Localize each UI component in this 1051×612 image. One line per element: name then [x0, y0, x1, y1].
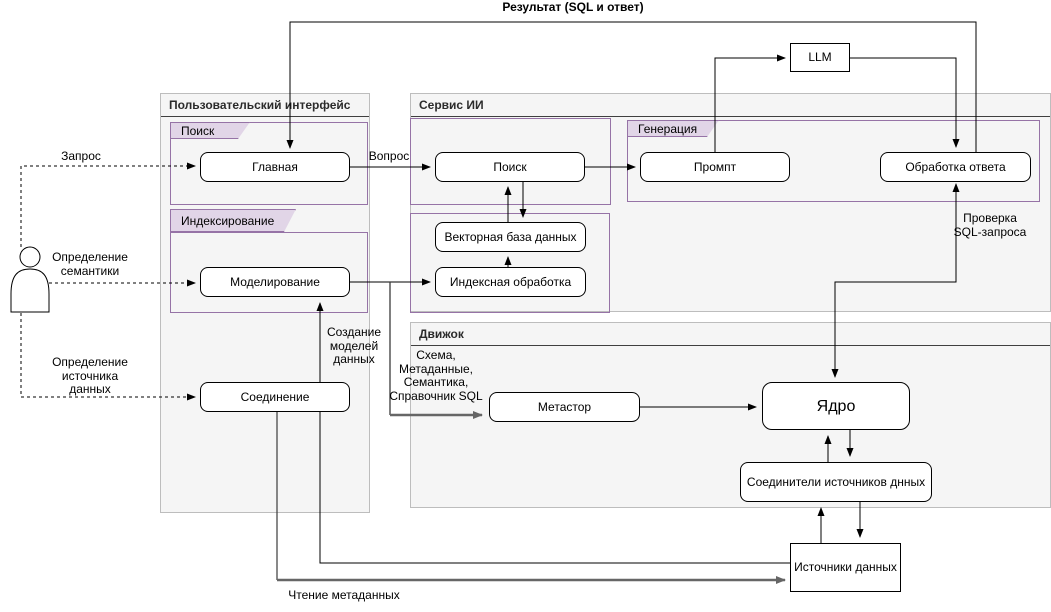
- group-vector-indexing: [410, 213, 610, 313]
- node-connectors: Соединители источников днных: [740, 462, 932, 502]
- node-response-processing: Обработка ответа: [880, 152, 1031, 182]
- node-home: Главная: [200, 152, 350, 182]
- label-define-semantics: Определение семантики: [52, 250, 128, 278]
- node-vector-db: Векторная база данных: [435, 222, 586, 252]
- label-schema: Схема, Метаданные, Семантика, Справочник…: [389, 348, 483, 403]
- group-search-ui-tab: Поиск: [170, 122, 250, 139]
- group-search-ui: [170, 122, 368, 205]
- label-define-source: Определение источника данных: [52, 355, 128, 396]
- label-question: Вопрос: [368, 149, 410, 163]
- group-indexing-tab: Индексирование: [170, 209, 296, 232]
- label-read-metadata: Чтение метаданных: [288, 588, 400, 602]
- node-prompt: Промпт: [640, 152, 790, 182]
- node-data-sources: Источники данных: [790, 543, 901, 592]
- node-index-processing: Индексная обработка: [435, 267, 586, 297]
- label-request: Запрос: [61, 149, 101, 163]
- label-sql-check: Проверка SQL-запроса: [953, 211, 1027, 239]
- frame-ai-service-title: Сервис ИИ: [411, 94, 1050, 117]
- group-indexing: [170, 232, 368, 313]
- label-create-models: Создание моделей данных: [326, 325, 382, 366]
- node-metastore: Метастор: [489, 392, 640, 422]
- node-connection: Соединение: [200, 382, 350, 412]
- node-search: Поиск: [435, 152, 585, 182]
- label-result: Результат (SQL и ответ): [502, 0, 644, 14]
- node-core: Ядро: [762, 382, 910, 430]
- node-modeling: Моделирование: [200, 267, 350, 297]
- frame-user-interface-title: Пользовательский интерфейс: [161, 94, 369, 117]
- node-llm: LLM: [790, 43, 850, 72]
- group-generation-tab: Генерация: [627, 120, 719, 137]
- frame-engine-title: Движок: [411, 323, 1050, 346]
